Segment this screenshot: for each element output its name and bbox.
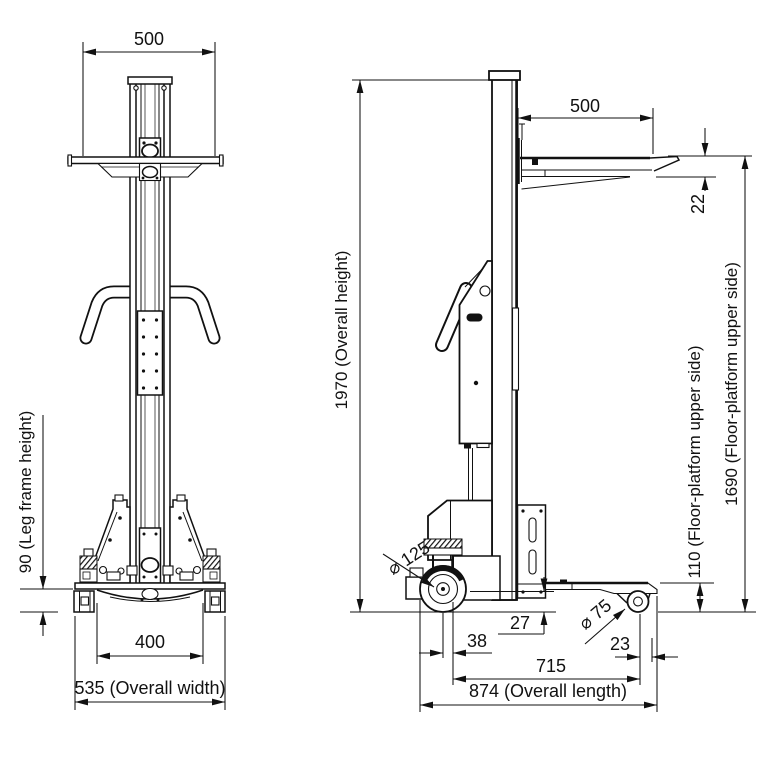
dim-leg-length-label: 715 — [536, 656, 566, 676]
dim-roller-offset-label: 23 — [610, 634, 630, 654]
dim-roller-diameter-label: ⌀ 75 — [575, 595, 615, 633]
dim-castor-offset-label: 38 — [467, 631, 487, 651]
dim-overall-width-label: 535 (Overall width) — [74, 678, 225, 698]
dim-platform-raised: 1690 (Floor-platform upper side) — [722, 156, 749, 612]
dim-platform-depth: 500 — [517, 96, 654, 154]
dim-platform-clearance: 27 — [470, 577, 554, 635]
dim-platform-lowered-label: 110 (Floor-platform upper side) — [685, 345, 704, 578]
side-control-box — [458, 260, 493, 449]
dim-leg-frame-height-label: 90 (Leg frame height) — [16, 411, 35, 574]
front-perforated-plate — [136, 310, 164, 396]
side-leg-plate — [516, 504, 547, 599]
side-platform-raised — [517, 123, 681, 190]
side-handle — [435, 282, 473, 352]
dim-overall-length: 874 (Overall length) — [419, 596, 658, 712]
dim-overall-height: 1970 (Overall height) — [332, 79, 556, 613]
handle-right — [155, 285, 221, 345]
front-castor-left — [79, 548, 98, 583]
dim-platform-lip: 22 — [656, 128, 752, 214]
side-castor — [419, 538, 467, 613]
dim-front-top-width: 500 — [82, 29, 216, 156]
dim-overall-height-label: 1970 (Overall height) — [332, 251, 351, 410]
front-roller-left — [73, 590, 95, 613]
dim-track-width: 400 — [96, 603, 204, 664]
front-leg-frame — [73, 494, 226, 613]
dim-overall-length-label: 874 (Overall length) — [469, 681, 627, 701]
handle-left — [79, 285, 145, 345]
dim-roller-offset: 23 — [610, 614, 678, 685]
front-platform — [67, 154, 224, 182]
side-mast — [488, 70, 521, 601]
front-castor-right — [202, 548, 221, 583]
side-roller — [616, 590, 651, 613]
front-roller-right — [204, 590, 226, 613]
dim-leg-length: 715 — [453, 656, 640, 683]
dim-platform-lowered: 110 (Floor-platform upper side) — [658, 345, 756, 613]
dim-front-top-width-label: 500 — [134, 29, 164, 49]
front-view — [67, 76, 226, 613]
dim-platform-depth-label: 500 — [570, 96, 600, 116]
dim-platform-clearance-label: 27 — [510, 613, 530, 633]
dim-castor-offset: 38 — [419, 602, 492, 685]
side-view — [405, 70, 681, 613]
dim-leg-frame-height: 90 (Leg frame height) — [16, 411, 73, 636]
dim-platform-lip-label: 22 — [688, 194, 708, 214]
dim-track-width-label: 400 — [135, 632, 165, 652]
dim-overall-width: 535 (Overall width) — [74, 616, 226, 710]
dim-platform-raised-label: 1690 (Floor-platform upper side) — [722, 262, 741, 506]
